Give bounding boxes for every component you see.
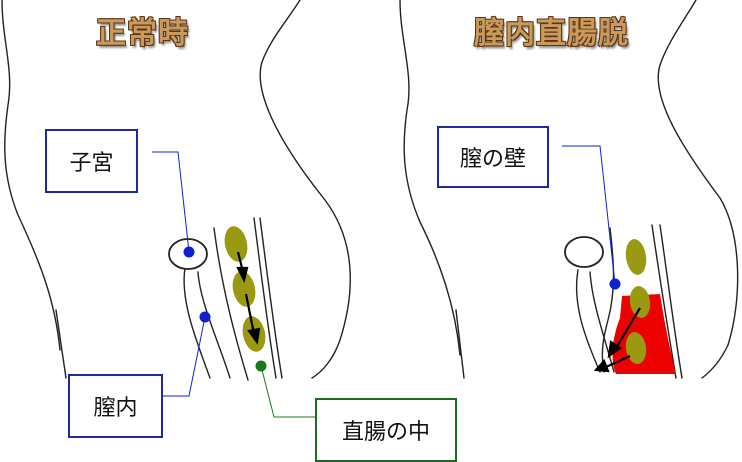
right-uterus-shape [564,236,604,268]
left-back-contour [1,0,61,351]
left-rectum-line-2 [253,217,277,379]
left-arrowhead-1 [236,266,249,284]
left-vagina-line-2 [197,271,231,379]
left-front-contour [259,0,351,379]
vagina-leader [163,316,206,397]
left-body-outline [1,0,351,381]
uterus-label: 子宮 [45,129,138,193]
right-vaginal-wall-line [601,227,615,373]
right-vagina-line-1 [575,269,601,373]
right-body-outline [399,0,739,379]
left-stool-group [224,226,266,352]
rectum-leader [260,365,315,418]
vaginal-wall-marker [609,278,621,290]
left-vagina-line-1 [183,267,211,379]
right-hip-line [455,309,465,379]
right-arrows [593,307,641,373]
vagina-inside-label: 膣内 [68,374,163,438]
right-stool-2 [629,286,651,318]
rectum-inside-label: 直腸の中 [315,398,457,462]
right-rectum-line-2 [659,224,683,379]
left-hip-line [55,309,67,379]
right-front-contour [657,0,739,379]
left-arrows [236,251,261,345]
right-arrow-1 [615,307,641,349]
vagina-marker [199,311,211,323]
right-arrowhead-1 [607,340,622,359]
right-arrow-2 [605,355,631,368]
left-arrowhead-2 [247,327,261,345]
right-stool-group [625,239,651,364]
uterus-leader [152,151,190,253]
left-rectum-line-3 [259,217,283,379]
uterus-marker [183,246,195,258]
vaginal-wall-label: 膣の壁 [437,126,549,188]
prolapse-title: 膣内直腸脱 [474,16,629,51]
right-rectum-line-1 [651,224,677,379]
left-stool-1 [224,226,248,262]
right-arrowhead-2 [593,358,610,373]
right-back-contour [399,0,461,356]
left-blue-leaders [152,151,206,397]
left-rectum-line-1 [213,227,249,381]
rectum-marker [255,360,267,372]
left-arrow-2 [244,293,256,335]
left-stool-2 [232,271,256,307]
normal-title: 正常時 [96,16,189,51]
right-vagina-line-2 [589,271,615,373]
right-stool-3 [625,332,647,364]
right-stool-1 [625,239,647,275]
vaginal-wall-leader [562,145,616,285]
